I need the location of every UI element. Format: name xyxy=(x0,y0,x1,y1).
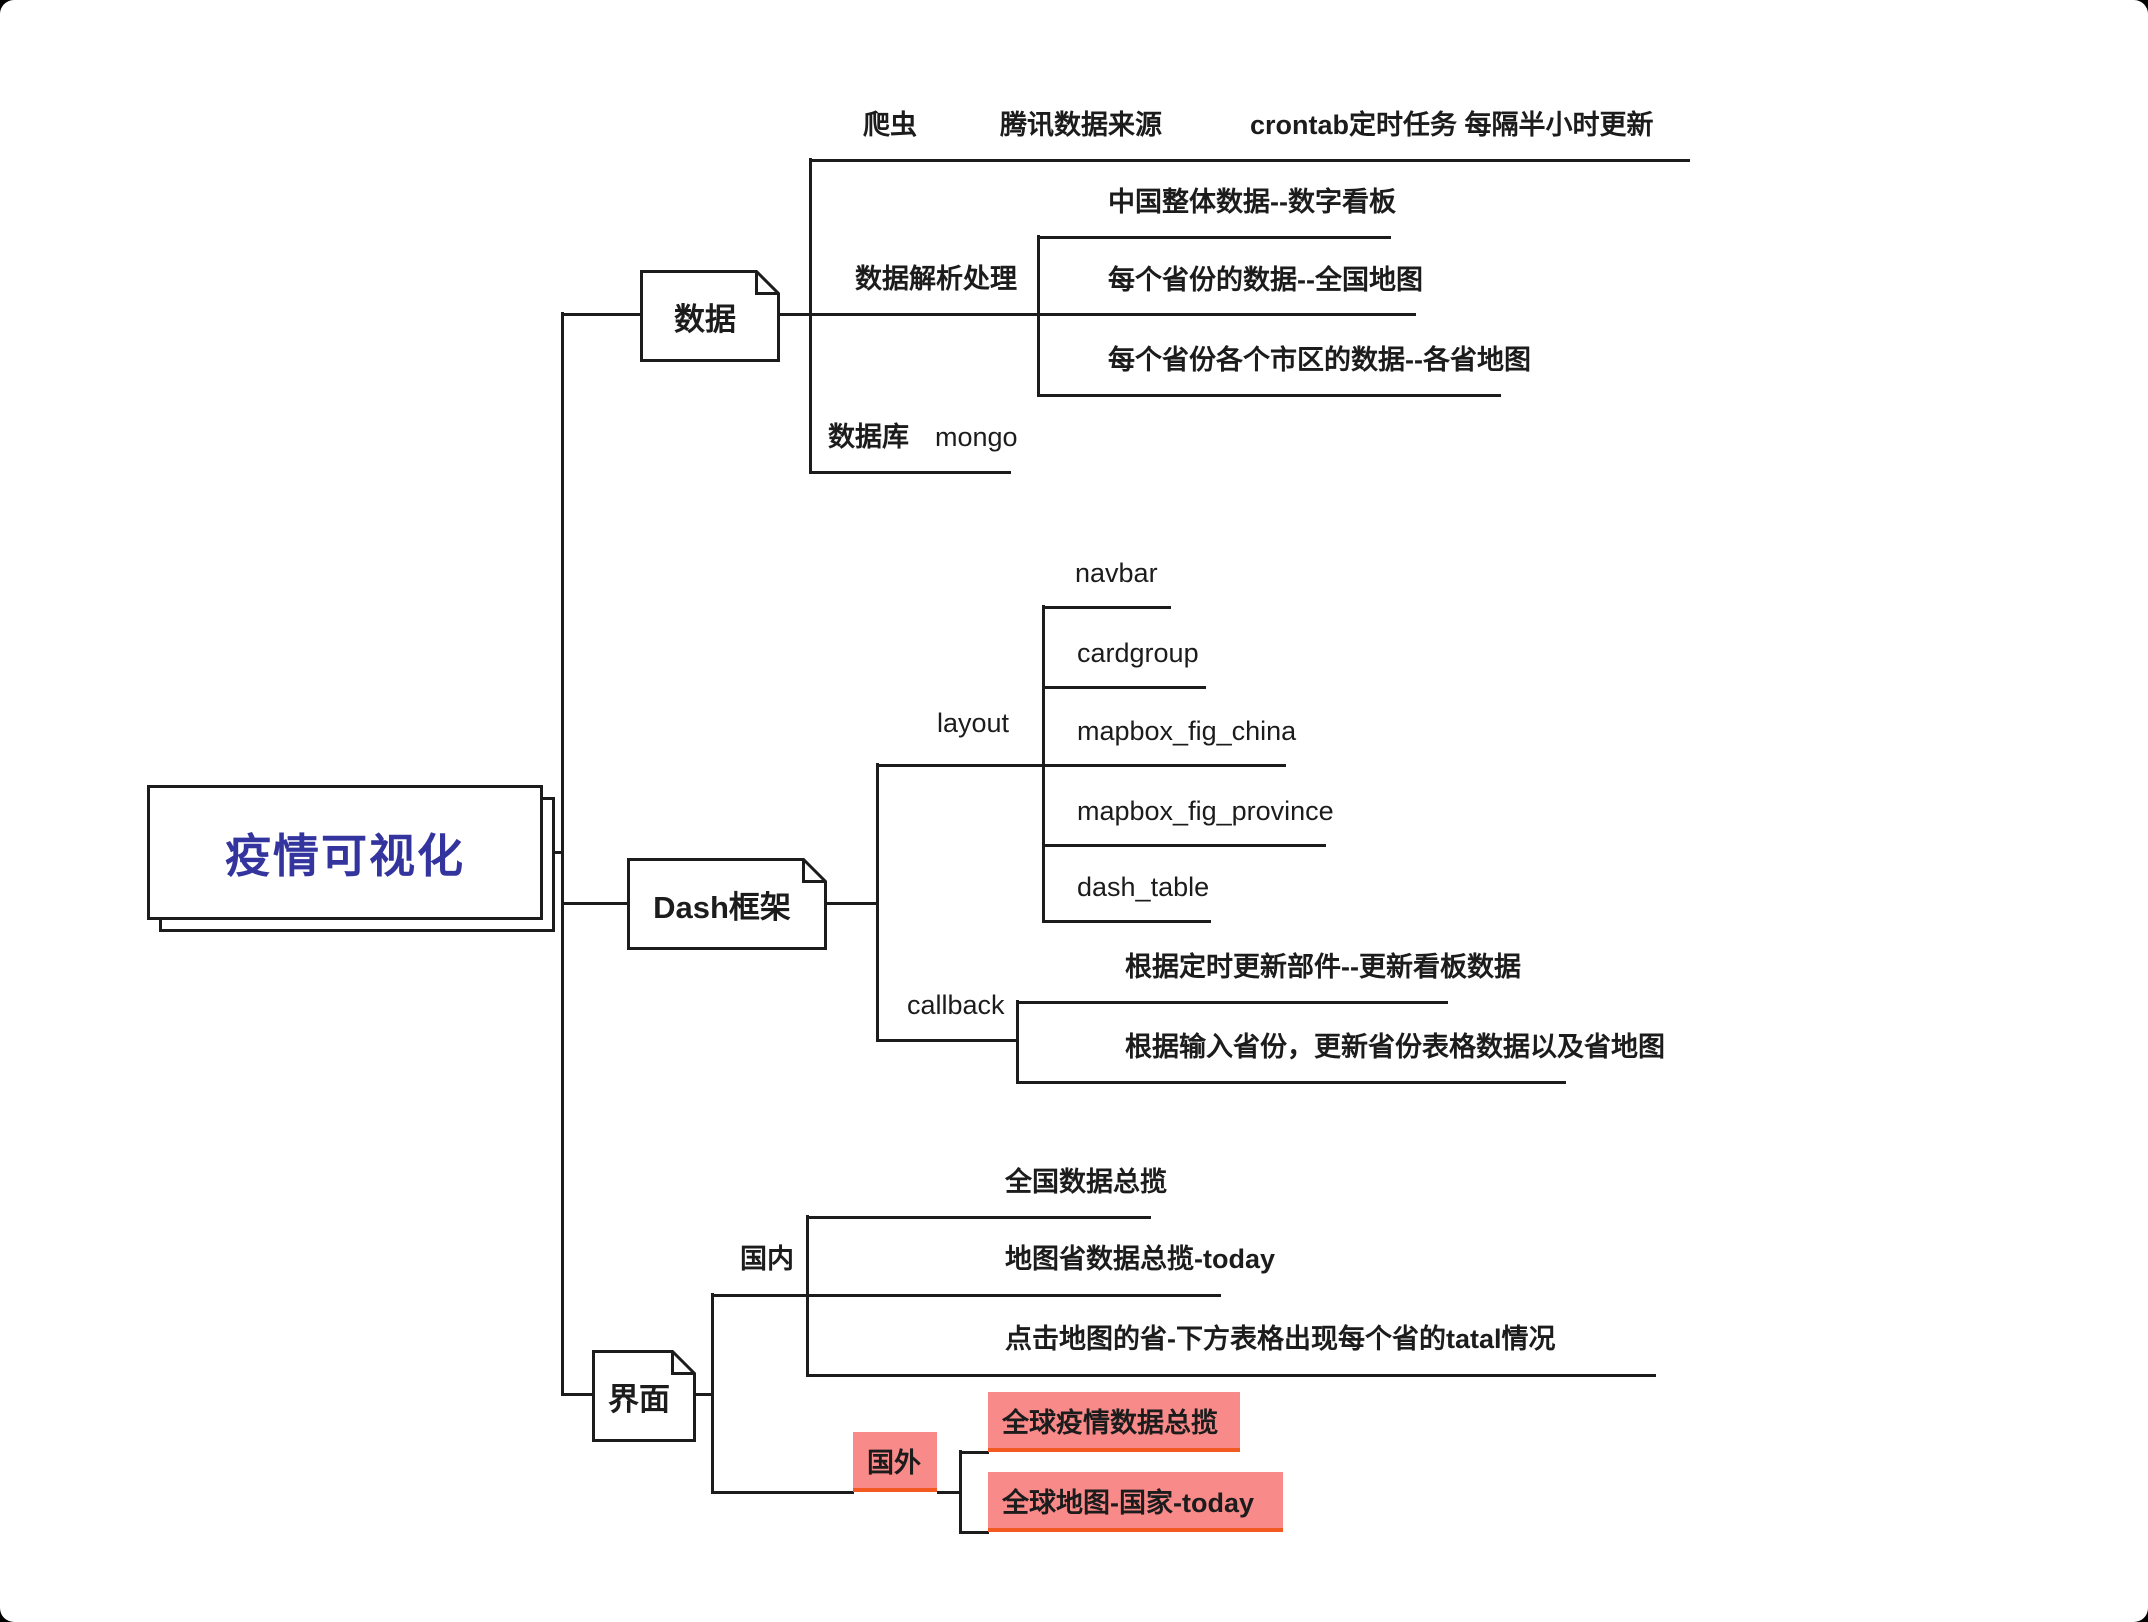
node-layout-child-4[interactable]: dash_table xyxy=(1077,872,1210,902)
node-parsing[interactable]: 数据解析处理 xyxy=(855,264,1017,294)
connector-line xyxy=(694,1393,713,1396)
connector-line xyxy=(561,313,641,316)
topic-ui-label: 界面 xyxy=(608,1381,670,1417)
connector-line xyxy=(561,1393,593,1396)
connector-line xyxy=(959,1451,989,1454)
connector-line xyxy=(809,158,812,474)
node-database-engine[interactable]: mongo xyxy=(935,422,1018,452)
connector-line xyxy=(1016,1000,1019,1083)
underline xyxy=(1042,920,1211,923)
underline xyxy=(806,1216,1151,1219)
topic-ui[interactable]: 界面 xyxy=(592,1350,696,1442)
underline xyxy=(876,764,1286,767)
node-callback[interactable]: callback xyxy=(907,990,1005,1020)
node-parsing-child-1[interactable]: 每个省份的数据--全国地图 xyxy=(1108,265,1423,295)
underline xyxy=(1037,236,1391,239)
node-foreign[interactable]: 国外 xyxy=(853,1432,937,1492)
node-domestic-child-0[interactable]: 全国数据总揽 xyxy=(1005,1167,1167,1197)
node-callback-child-0[interactable]: 根据定时更新部件--更新看板数据 xyxy=(1125,952,1521,982)
underline xyxy=(1042,606,1171,609)
node-foreign-child-1[interactable]: 全球地图-国家-today xyxy=(988,1472,1283,1532)
node-domestic[interactable]: 国内 xyxy=(740,1244,794,1274)
connector-line xyxy=(959,1531,989,1534)
node-domestic-child-1[interactable]: 地图省数据总揽-today xyxy=(1005,1244,1275,1274)
root-node[interactable]: 疫情可视化 xyxy=(147,785,543,920)
connector-line xyxy=(711,1491,854,1494)
node-crawler[interactable]: 爬虫 xyxy=(863,110,917,140)
underline xyxy=(1016,1081,1566,1084)
underline xyxy=(809,313,1416,316)
node-crawler-schedule[interactable]: crontab定时任务 每隔半小时更新 xyxy=(1250,110,1654,140)
folded-corner-shape xyxy=(640,270,780,362)
topic-dash[interactable]: Dash框架 xyxy=(627,858,827,950)
node-database[interactable]: 数据库 xyxy=(828,422,909,452)
node-parsing-child-0[interactable]: 中国整体数据--数字看板 xyxy=(1108,187,1396,217)
topic-data[interactable]: 数据 xyxy=(640,270,780,362)
node-foreign-child-0[interactable]: 全球疫情数据总揽 xyxy=(988,1392,1240,1452)
folded-corner-shape xyxy=(627,858,827,950)
connector-line xyxy=(937,1491,961,1494)
folded-corner-shape xyxy=(592,1350,696,1442)
connector-line xyxy=(1042,605,1045,922)
underline xyxy=(1042,686,1206,689)
underline xyxy=(1037,394,1501,397)
node-layout-child-3[interactable]: mapbox_fig_province xyxy=(1077,796,1334,826)
node-layout-child-0[interactable]: navbar xyxy=(1075,558,1158,588)
underline xyxy=(809,471,1011,474)
underline xyxy=(876,1039,1018,1042)
node-parsing-child-2[interactable]: 每个省份各个市区的数据--各省地图 xyxy=(1108,345,1531,375)
connector-line xyxy=(959,1450,962,1533)
connector-line xyxy=(780,313,810,316)
underline xyxy=(809,159,1690,162)
node-crawler-source[interactable]: 腾讯数据来源 xyxy=(1000,110,1162,140)
topic-dash-label: Dash框架 xyxy=(653,889,791,925)
underline xyxy=(1016,1001,1448,1004)
node-layout-child-2[interactable]: mapbox_fig_china xyxy=(1077,716,1297,746)
connector-line xyxy=(876,763,879,1041)
underline xyxy=(711,1294,1221,1297)
node-layout-child-1[interactable]: cardgroup xyxy=(1077,638,1199,668)
connector-line xyxy=(806,1215,809,1376)
trunk-line xyxy=(561,312,564,1396)
underline xyxy=(1042,844,1326,847)
connector-line xyxy=(827,902,877,905)
topic-data-label: 数据 xyxy=(674,301,736,337)
connector-line xyxy=(561,902,628,905)
connector-line xyxy=(711,1293,714,1493)
connector-line xyxy=(1037,235,1040,396)
node-callback-child-1[interactable]: 根据输入省份，更新省份表格数据以及省地图 xyxy=(1125,1032,1665,1062)
node-layout[interactable]: layout xyxy=(937,708,1010,738)
underline xyxy=(806,1374,1656,1377)
node-domestic-child-2[interactable]: 点击地图的省-下方表格出现每个省的tatal情况 xyxy=(1005,1324,1556,1354)
